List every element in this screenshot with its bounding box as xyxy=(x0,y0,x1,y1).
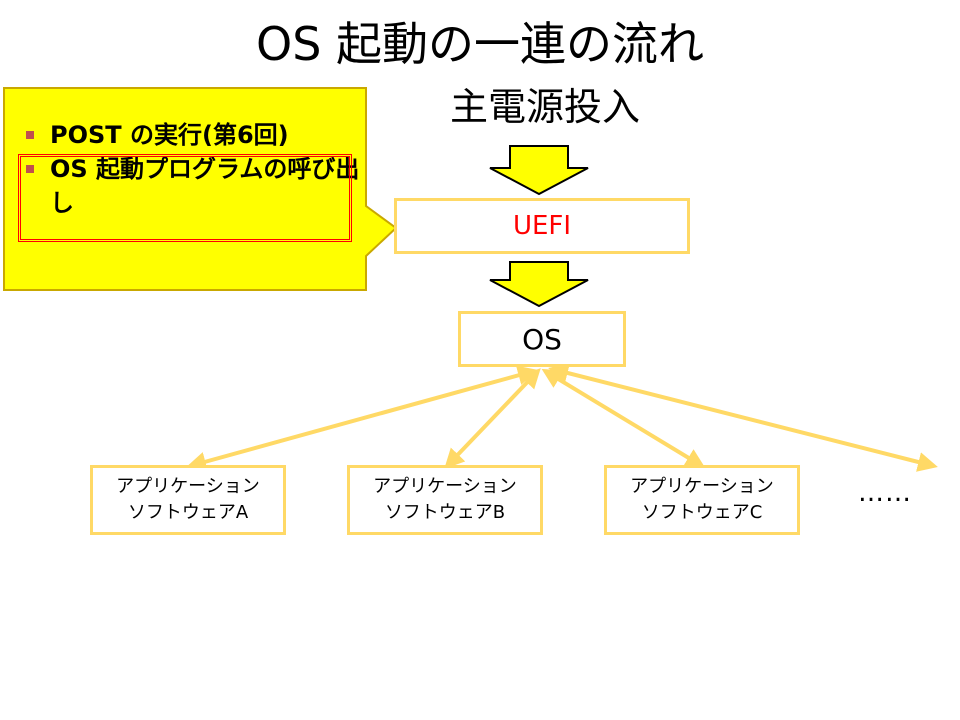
app-label-line2: ソフトウェアA xyxy=(127,502,249,523)
os-label: OS xyxy=(522,322,562,356)
uefi-label: UEFI xyxy=(512,211,572,241)
app-label-line1: アプリケーション xyxy=(373,476,517,497)
down-arrow-uefi-os xyxy=(489,261,589,308)
power-on-label: 主電源投入 xyxy=(449,85,640,129)
callout-item-os-boot: OS 起動プログラムの呼び出し xyxy=(22,152,362,220)
app-label-line1: アプリケーション xyxy=(116,476,260,497)
app-label-line2: ソフトウェアB xyxy=(384,502,506,523)
os-box: OS xyxy=(458,311,626,367)
connector-os-more xyxy=(548,363,938,472)
app-box-c: アプリケーション ソフトウェアC xyxy=(604,465,800,535)
bullet-icon xyxy=(26,131,34,139)
bullet-icon xyxy=(26,165,34,173)
app-box-a: アプリケーション ソフトウェアA xyxy=(90,465,286,535)
slide-title: OS 起動の一連の流れ xyxy=(255,17,705,71)
connector-os-app-a xyxy=(186,365,538,472)
app-box-b: アプリケーション ソフトウェアB xyxy=(347,465,543,535)
callout-item-text: OS 起動プログラムの呼び出し xyxy=(50,155,360,217)
callout-list: POST の実行(第6回) OS 起動プログラムの呼び出し xyxy=(22,118,362,220)
connector-os-app-b xyxy=(444,368,541,469)
app-label-line2: ソフトウェアC xyxy=(641,502,763,523)
app-label-line1: アプリケーション xyxy=(630,476,774,497)
uefi-box: UEFI xyxy=(394,198,690,254)
down-arrow-power-uefi xyxy=(489,145,589,196)
highlight-frame xyxy=(18,154,352,242)
callout-item-post: POST の実行(第6回) xyxy=(22,118,362,152)
more-apps-ellipsis: …… xyxy=(858,478,912,508)
callout-item-text: POST の実行(第6回) xyxy=(50,121,289,149)
